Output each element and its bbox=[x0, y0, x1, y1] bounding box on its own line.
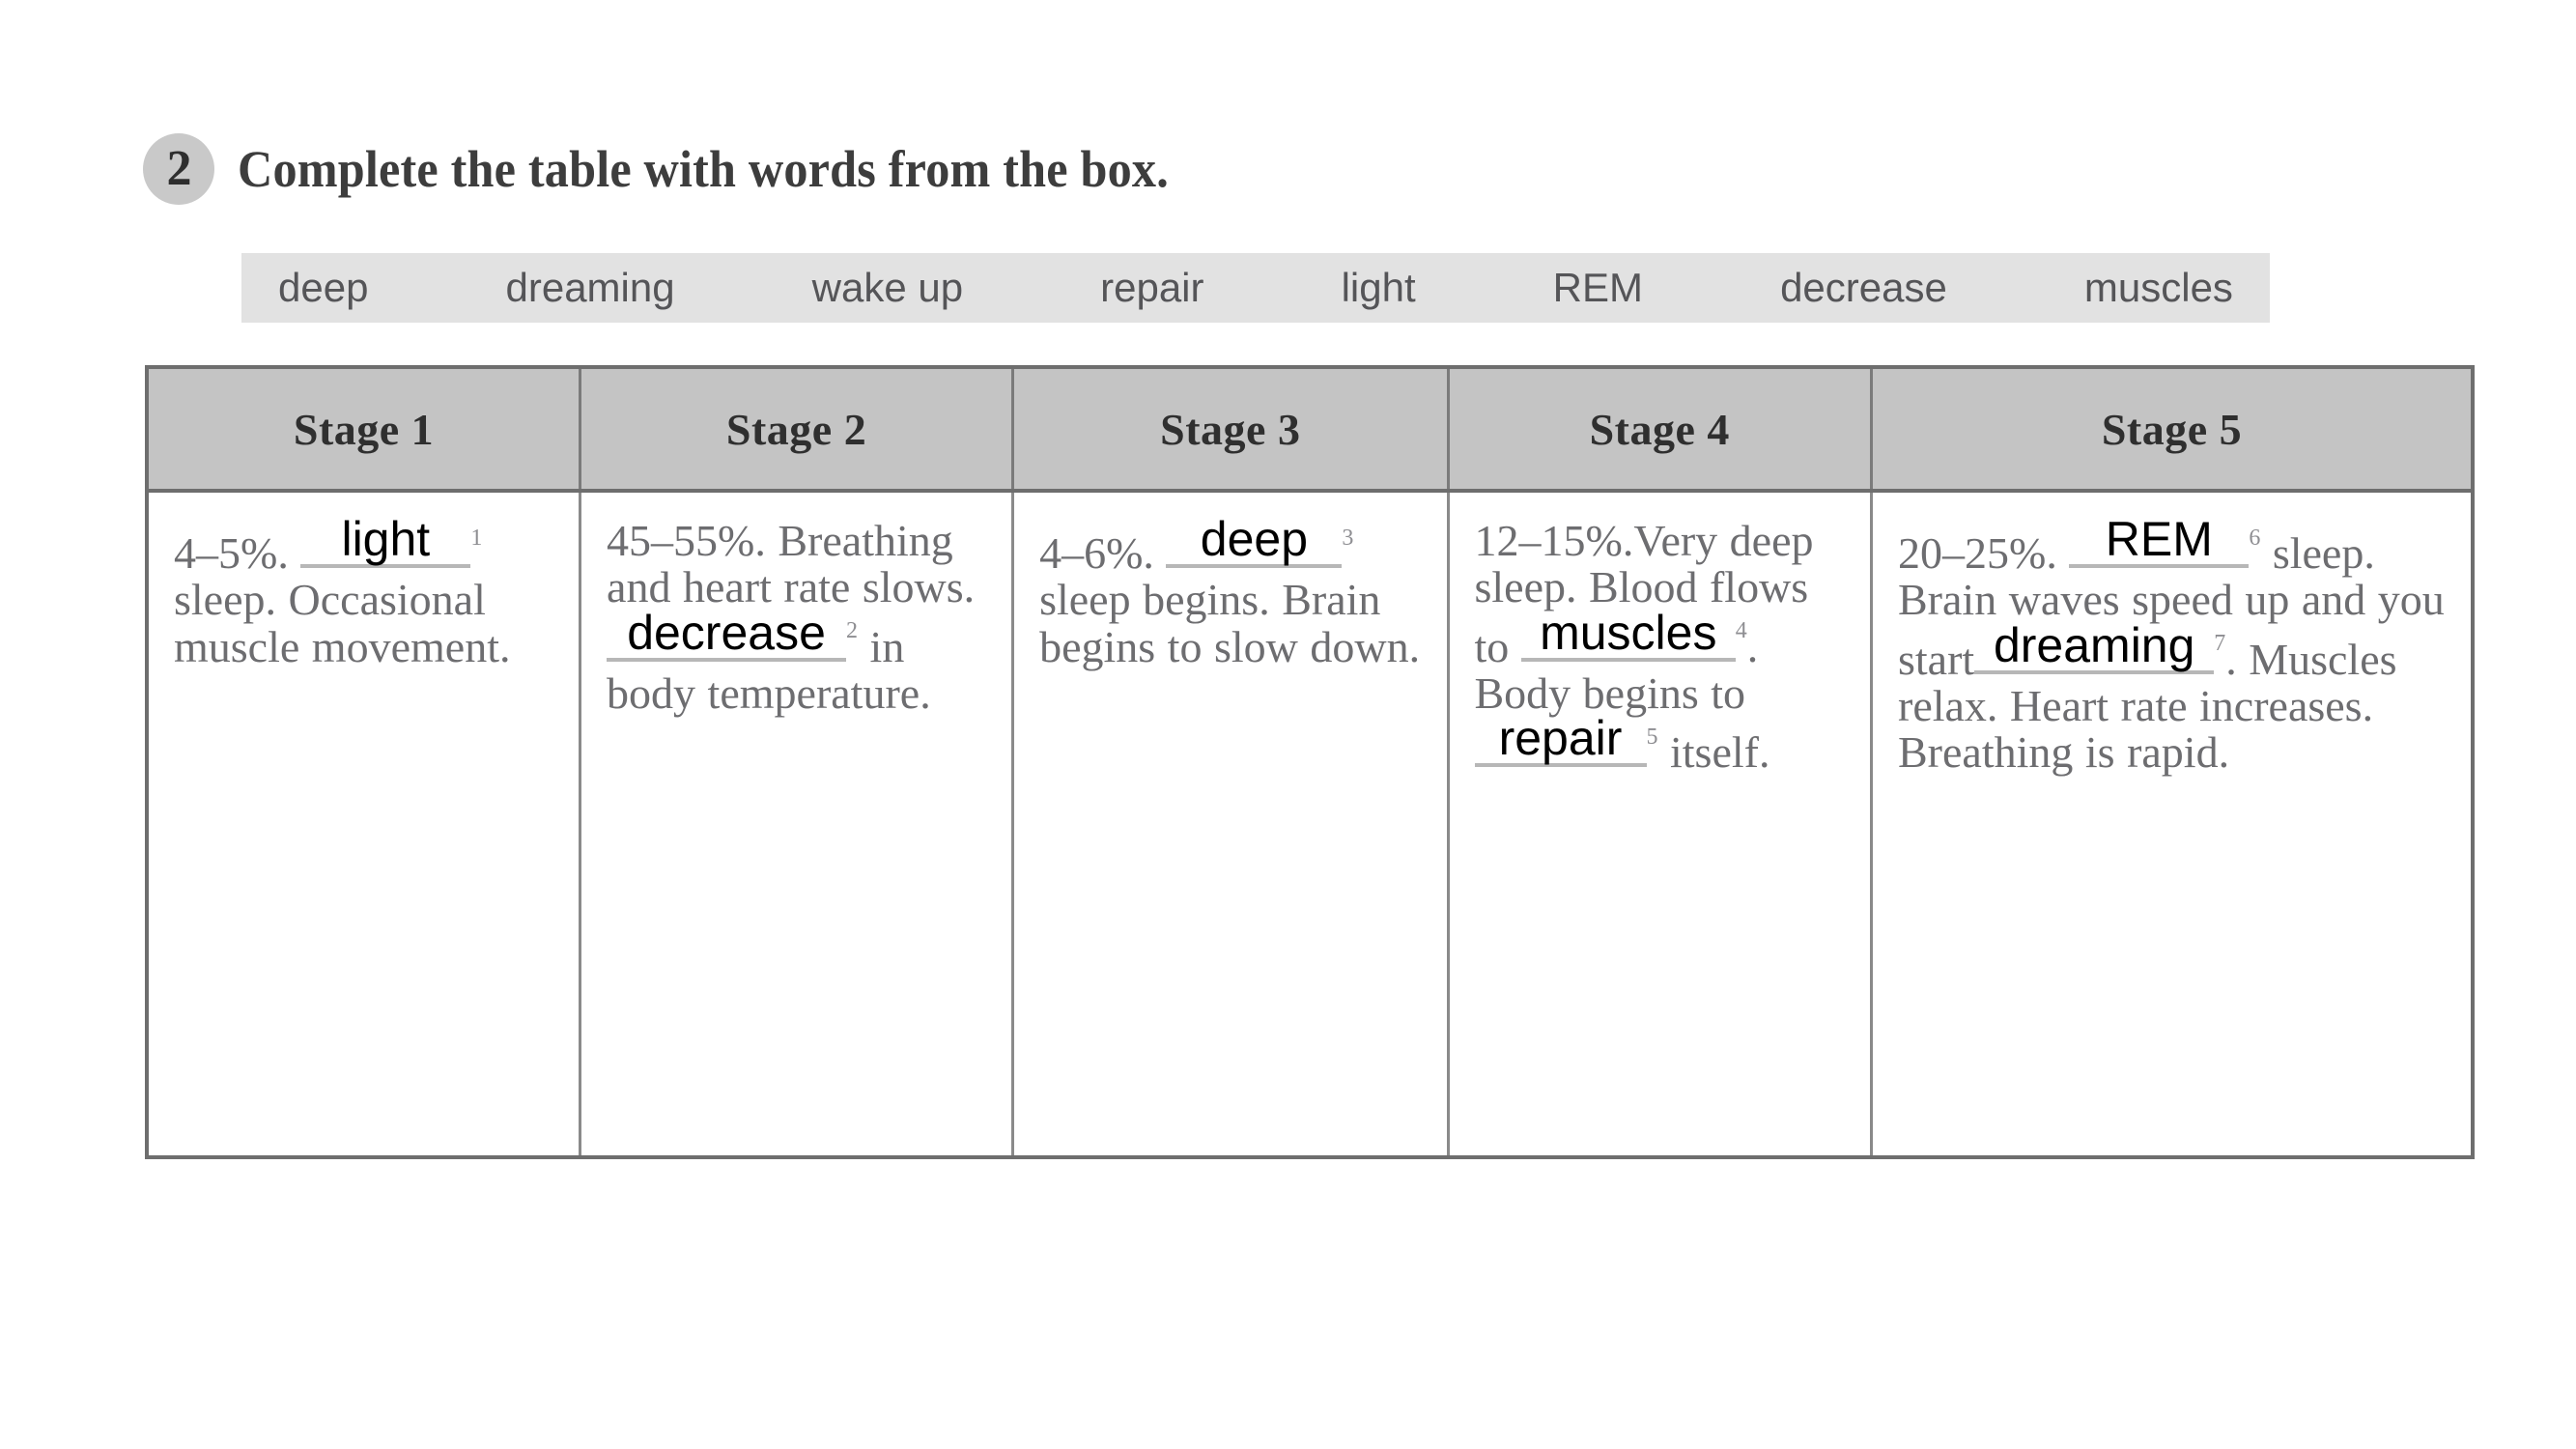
blank-5-number: 5 bbox=[1646, 724, 1658, 750]
blank-4[interactable]: muscles bbox=[1520, 605, 1736, 662]
answer-7: dreaming bbox=[1993, 617, 2195, 672]
blank-2[interactable]: decrease bbox=[607, 605, 847, 662]
blank-3-number: 3 bbox=[1342, 525, 1354, 551]
stage-5-percent: 20–25%. bbox=[1898, 528, 2057, 578]
blank-1[interactable]: light bbox=[300, 512, 471, 568]
stage-3-text: sleep begins. Brain begins to slow down. bbox=[1039, 575, 1421, 671]
stage-2-text-after: in body temperature. bbox=[607, 621, 931, 718]
blank-7-number: 7 bbox=[2214, 631, 2226, 657]
answer-4: muscles bbox=[1540, 605, 1717, 660]
column-header-stage-4: Stage 4 bbox=[1448, 369, 1873, 493]
answer-5: repair bbox=[1498, 711, 1623, 766]
column-header-stage-5: Stage 5 bbox=[1871, 369, 2471, 493]
word-bank-box: deep dreaming wake up repair light REM d… bbox=[241, 253, 2270, 323]
stage-4-text-mid: . Body begins to bbox=[1474, 621, 1759, 718]
stage-2-text-before: Breathing and heart rate slows. bbox=[607, 516, 976, 612]
blank-3[interactable]: deep bbox=[1166, 512, 1343, 568]
column-header-stage-1: Stage 1 bbox=[149, 369, 582, 493]
column-header-stage-3: Stage 3 bbox=[1012, 369, 1450, 493]
word-bank-item[interactable]: repair bbox=[1100, 265, 1204, 310]
blank-7[interactable]: dreaming bbox=[1974, 617, 2215, 674]
stage-5-text-after-6: sleep. Brain waves speed up and you star… bbox=[1898, 528, 2445, 684]
exercise-instruction: Complete the table with words from the b… bbox=[238, 140, 1169, 198]
cell-stage-4: 12–15%.Very deep sleep. Blood flows to m… bbox=[1448, 491, 1873, 1155]
word-bank-item[interactable]: REM bbox=[1552, 265, 1644, 310]
stage-4-text-after: itself. bbox=[1670, 727, 1770, 778]
stage-1-percent: 4–5%. bbox=[174, 528, 289, 578]
word-bank-item[interactable]: decrease bbox=[1780, 265, 1947, 310]
column-header-stage-2: Stage 2 bbox=[580, 369, 1015, 493]
stage-1-text: sleep. Occasional muscle movement. bbox=[174, 575, 511, 671]
blank-4-number: 4 bbox=[1735, 618, 1747, 644]
table-row: 4–5%. light 1 sleep. Occasional muscle m… bbox=[149, 491, 2471, 1155]
answer-1: light bbox=[341, 512, 431, 566]
cell-stage-3: 4–6%. deep 3 sleep begins. Brain begins … bbox=[1012, 491, 1450, 1155]
answer-6: REM bbox=[2105, 512, 2213, 566]
cell-stage-5: 20–25%. REM 6 sleep. Brain waves speed u… bbox=[1871, 491, 2471, 1155]
stage-5-text-after-7: . Muscles relax. Heart rate increases. B… bbox=[1898, 634, 2397, 778]
blank-2-number: 2 bbox=[846, 618, 859, 644]
blank-6[interactable]: REM bbox=[2069, 512, 2250, 568]
stage-4-text-before: Very deep sleep. Blood flows to bbox=[1474, 516, 1814, 671]
word-bank-item[interactable]: light bbox=[1341, 265, 1416, 310]
word-bank-item[interactable]: muscles bbox=[2083, 265, 2233, 310]
blank-5[interactable]: repair bbox=[1474, 711, 1647, 768]
word-bank-item[interactable]: wake up bbox=[811, 265, 964, 310]
sleep-stages-table: Stage 1 Stage 2 Stage 3 Stage 4 Stage 5 … bbox=[145, 365, 2475, 1159]
cell-stage-1: 4–5%. light 1 sleep. Occasional muscle m… bbox=[149, 491, 582, 1155]
answer-3: deep bbox=[1200, 512, 1309, 566]
cell-stage-2: 45–55%. Breathing and heart rate slows. … bbox=[580, 491, 1015, 1155]
blank-6-number: 6 bbox=[2249, 525, 2261, 551]
exercise-number-badge: 2 bbox=[143, 133, 214, 205]
exercise-header: 2 Complete the table with words from the… bbox=[143, 133, 1239, 205]
word-bank-item[interactable]: deep bbox=[278, 265, 369, 310]
table-header-row: Stage 1 Stage 2 Stage 3 Stage 4 Stage 5 bbox=[149, 369, 2471, 493]
stage-3-percent: 4–6%. bbox=[1039, 528, 1154, 578]
word-bank-item[interactable]: dreaming bbox=[505, 265, 675, 310]
blank-1-number: 1 bbox=[470, 525, 483, 551]
stage-2-percent: 45–55%. bbox=[607, 516, 766, 565]
answer-2: decrease bbox=[627, 605, 826, 660]
stage-4-percent: 12–15%. bbox=[1474, 516, 1634, 565]
